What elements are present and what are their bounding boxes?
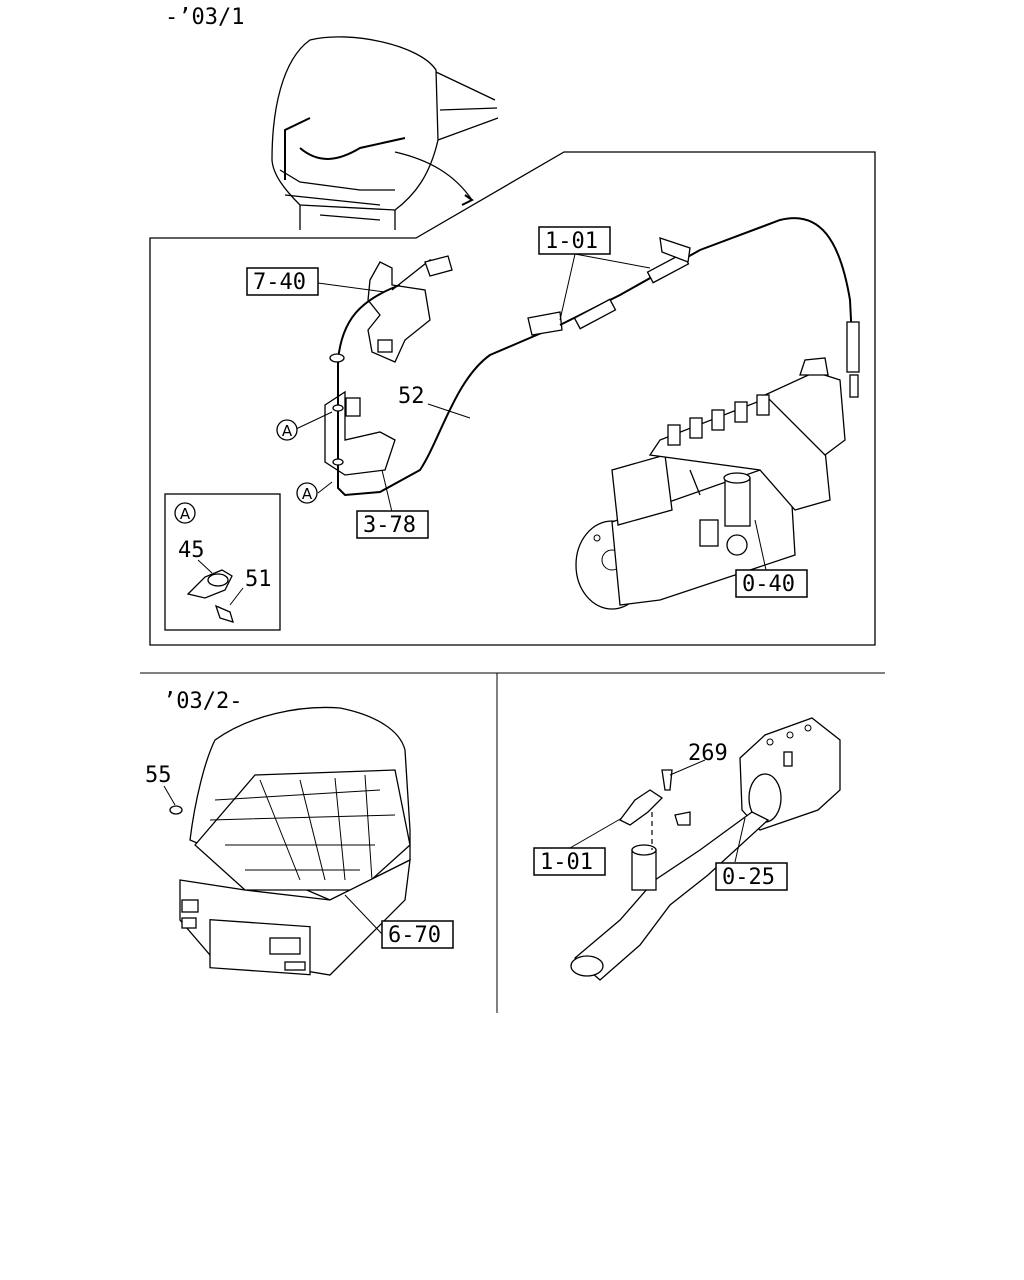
leader-1-01-bottom bbox=[569, 817, 623, 849]
callout-45: 45 bbox=[178, 538, 205, 563]
leader-lines-top bbox=[295, 253, 767, 571]
accel-bracket-upper bbox=[367, 255, 453, 363]
leader-55 bbox=[163, 785, 176, 806]
period-label-top: -’03/1 bbox=[165, 5, 244, 30]
svg-text:1-01: 1-01 bbox=[540, 850, 593, 875]
svg-text:7-40: 7-40 bbox=[253, 270, 306, 295]
callout-55: 55 bbox=[145, 763, 172, 788]
period-label-bottom: ’03/2- bbox=[163, 689, 242, 714]
leader-269 bbox=[669, 759, 706, 776]
leader-0-25 bbox=[734, 817, 746, 863]
intake-pipe bbox=[570, 717, 841, 981]
callout-3-78: 3-78 bbox=[356, 510, 429, 539]
svg-text:A: A bbox=[180, 505, 191, 523]
callout-0-25: 0-25 bbox=[715, 862, 788, 891]
callout-269: 269 bbox=[688, 741, 728, 766]
accel-bracket-lower bbox=[324, 390, 396, 476]
leader-6-70 bbox=[344, 894, 383, 935]
callout-52: 52 bbox=[398, 384, 425, 409]
callout-1-01-top: 1-01 bbox=[538, 226, 611, 255]
svg-text:0-25: 0-25 bbox=[722, 865, 775, 890]
clip-ref-a-lower: A bbox=[296, 482, 318, 504]
callout-6-70: 6-70 bbox=[381, 920, 454, 949]
accel-cable-1-01 bbox=[527, 217, 860, 398]
callout-0-40: 0-40 bbox=[735, 569, 808, 598]
cab-illustration-bottom bbox=[169, 706, 411, 976]
cab-illustration-top bbox=[271, 36, 499, 230]
svg-text:3-78: 3-78 bbox=[363, 513, 416, 538]
callout-51: 51 bbox=[245, 567, 272, 592]
svg-text:A: A bbox=[282, 422, 293, 440]
svg-text:0-40: 0-40 bbox=[742, 572, 795, 597]
clip-ref-a-upper: A bbox=[276, 419, 298, 441]
detail-frame-top bbox=[149, 151, 876, 646]
callout-1-01-bottom: 1-01 bbox=[533, 847, 606, 876]
callout-7-40: 7-40 bbox=[246, 267, 319, 296]
svg-text:A: A bbox=[302, 485, 313, 503]
injection-pump bbox=[575, 357, 846, 610]
detail-a-box: A 45 51 bbox=[164, 493, 281, 631]
svg-text:1-01: 1-01 bbox=[545, 229, 598, 254]
svg-text:6-70: 6-70 bbox=[388, 923, 441, 948]
